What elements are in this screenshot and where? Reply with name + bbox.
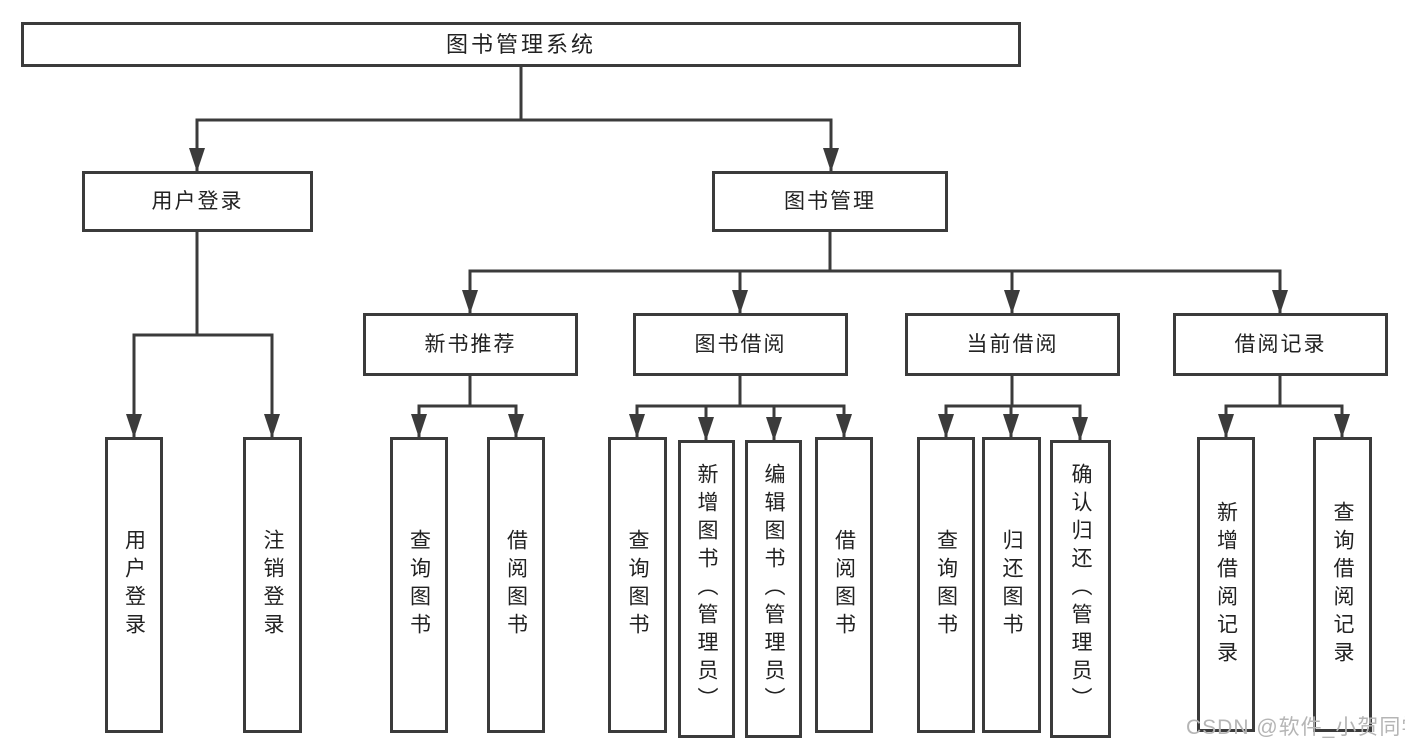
- leaf-query-books-current: 查询图书: [917, 437, 975, 733]
- connector-level2: [462, 269, 1288, 314]
- node-user-login: 用户登录: [82, 171, 313, 232]
- node-borrowing-records: 借阅记录: [1173, 313, 1388, 376]
- node-current-borrowing: 当前借阅: [905, 313, 1120, 376]
- leaf-query-books-borrowing: 查询图书: [608, 437, 667, 733]
- leaf-borrow-books-borrowing: 借阅图书: [815, 437, 873, 733]
- connector-borrow-records-children: [1218, 404, 1350, 438]
- leaf-add-book-admin: 新增图书（管理员）: [678, 440, 735, 738]
- leaf-query-borrow-record: 查询借阅记录: [1313, 437, 1372, 732]
- leaf-logout: 注销登录: [243, 437, 302, 733]
- connector-current-borrowing-children: [938, 404, 1088, 441]
- node-new-book-recommendation: 新书推荐: [363, 313, 578, 376]
- leaf-confirm-return-admin: 确认归还（管理员）: [1050, 440, 1111, 738]
- leaf-edit-book-admin: 编辑图书（管理员）: [745, 440, 802, 738]
- connector-level1: [189, 118, 839, 172]
- node-book-borrowing: 图书借阅: [633, 313, 848, 376]
- leaf-user-login: 用户登录: [105, 437, 163, 733]
- connector-user-login-children: [126, 333, 280, 438]
- leaf-return-books: 归还图书: [982, 437, 1041, 733]
- node-library-management-system: 图书管理系统: [21, 22, 1021, 67]
- connector-book-borrowing-children: [629, 404, 852, 438]
- connector-new-book-children: [411, 404, 524, 438]
- leaf-borrow-books-recommend: 借阅图书: [487, 437, 545, 733]
- watermark: CSDN @软件_小贺同学: [1186, 716, 1405, 739]
- leaf-add-borrow-record: 新增借阅记录: [1197, 437, 1255, 732]
- leaf-query-books-recommend: 查询图书: [390, 437, 448, 733]
- node-book-management: 图书管理: [712, 171, 948, 232]
